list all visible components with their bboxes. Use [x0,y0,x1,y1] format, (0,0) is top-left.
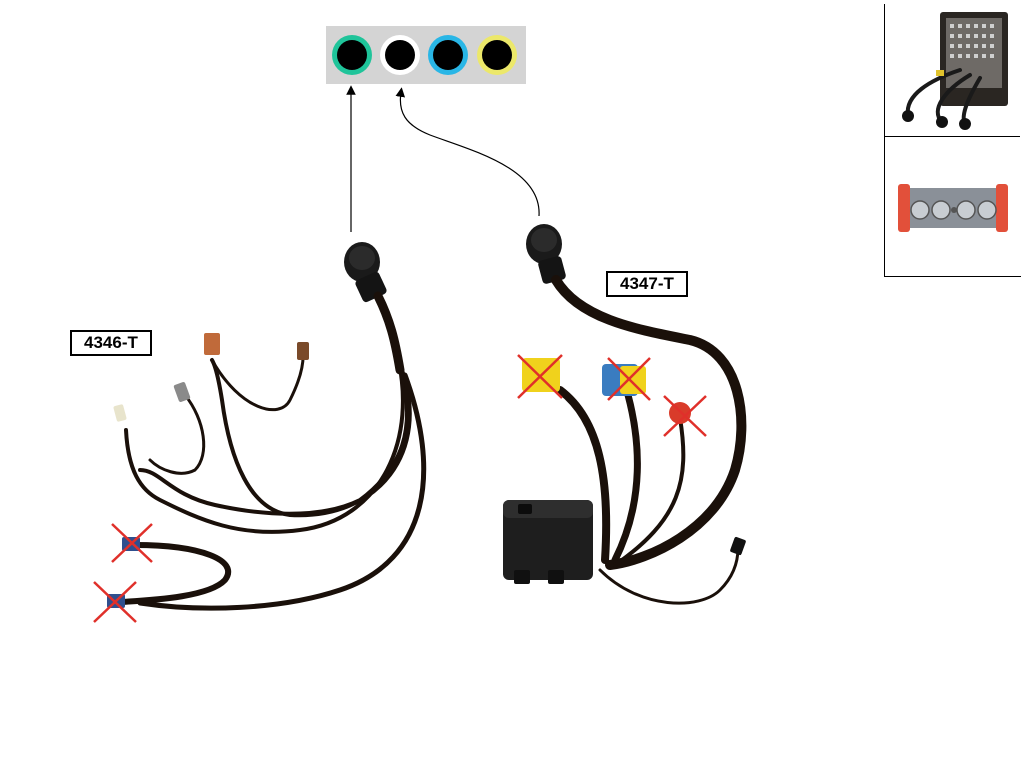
junction-box [503,500,593,584]
harness-label-4346-t: 4346-T [70,330,152,356]
cross-mark-3 [517,354,563,399]
cable-loop-lower [117,542,232,605]
cross-mark-1 [111,523,153,563]
thumbnail-divider [884,136,1020,137]
harness-4347-t [503,224,747,605]
connector-white [113,404,127,422]
socket-panel [326,26,526,84]
connector-brown-2 [297,342,309,360]
cross-mark-4 [607,357,651,401]
cable-branch-2 [210,358,412,518]
cable-branch-4 [124,348,405,534]
cable-branch-r2 [611,391,641,564]
cable-branch-r3 [613,416,686,567]
socket-ring-teal [332,35,372,75]
harness-label-4347-t: 4347-T [606,271,688,297]
socket-ring-yellow [477,35,517,75]
arrow-right-harness [395,87,540,217]
thumbnail-adapter-box[interactable] [898,184,1008,232]
socket-ring-blue [428,35,468,75]
round-connector-left [344,242,387,303]
connector-gray [173,382,191,402]
cable-branch-6 [148,393,206,475]
cable-branch-5 [210,350,305,411]
connector-yellow-2 [620,366,646,394]
socket-ring-white [380,35,420,75]
round-connector-right [526,224,566,284]
thumbnail-panel [884,4,1021,277]
cable-trunk-right [551,275,747,570]
cable-branch-r4 [598,546,740,605]
connector-brown-1 [204,333,220,355]
connector-black-small [730,536,746,556]
cross-mark-2 [93,581,137,623]
cable-branch-r1 [556,386,611,564]
cross-mark-5 [663,395,707,437]
thumbnail-case[interactable] [902,12,1008,130]
cable-branch-3 [137,372,427,611]
harness-4346-t [93,242,427,623]
cable-branch-1 [138,358,410,516]
